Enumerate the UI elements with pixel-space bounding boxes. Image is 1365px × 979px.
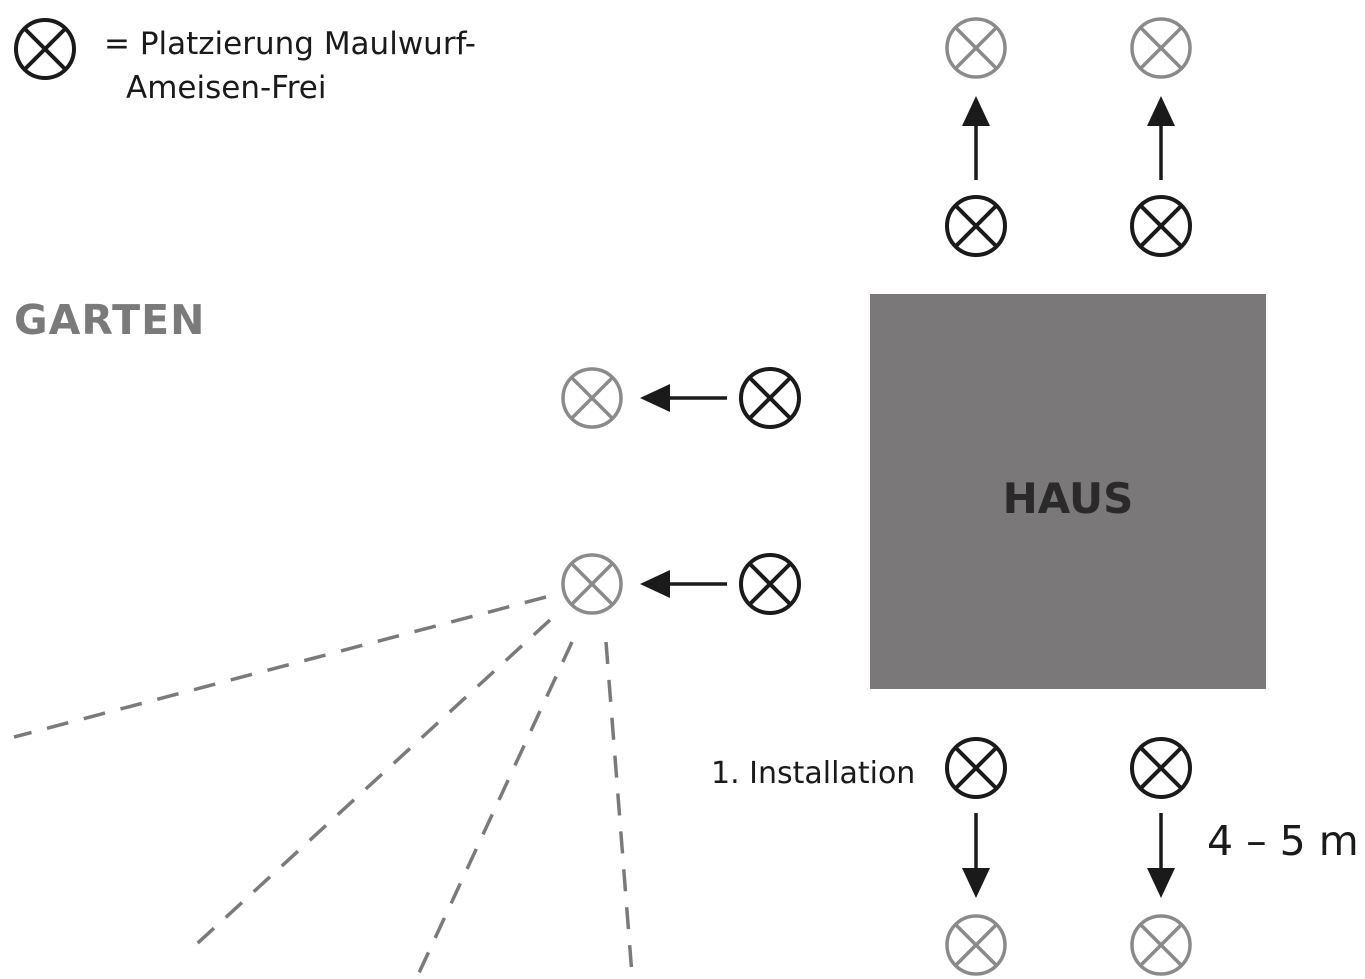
marker-top-right-initial-icon [1130,195,1192,257]
arrow-down-left-icon [962,813,990,898]
marker-left-upper-initial-icon [739,367,801,429]
marker-left-lower-initial-icon [739,553,801,615]
dashed-line-3 [416,641,574,976]
marker-bottom-left-moved-icon [945,914,1007,976]
marker-bottom-left-initial-icon [945,737,1007,799]
arrow-up-right-icon [1147,96,1175,180]
legend-text-line2: Ameisen-Frei [126,70,327,106]
marker-top-left-initial-icon [945,195,1007,257]
marker-top-left-moved-icon [945,17,1007,79]
arrow-left-lower-icon [640,570,727,598]
arrow-up-left-icon [962,96,990,180]
marker-left-upper-moved-icon [561,367,623,429]
house-label: HAUS [1002,474,1134,523]
legend-marker-icon [14,18,76,80]
marker-bottom-right-moved-icon [1130,914,1192,976]
dashed-line-2 [186,618,552,954]
marker-bottom-right-initial-icon [1130,737,1192,799]
arrow-down-right-icon [1147,813,1175,898]
dashed-line-1 [13,595,547,739]
house-block: HAUS [870,294,1266,689]
dashed-spread-lines [13,595,634,976]
distance-label: 4 – 5 m [1207,817,1359,865]
installation-label: 1. Installation [711,756,916,791]
marker-left-lower-moved-icon [561,553,623,615]
arrow-left-upper-icon [640,384,727,412]
garden-label: GARTEN [14,296,206,344]
marker-top-right-moved-icon [1130,17,1192,79]
legend-text-line1: = Platzierung Maulwurf- [104,26,476,62]
dashed-line-4 [604,641,634,976]
